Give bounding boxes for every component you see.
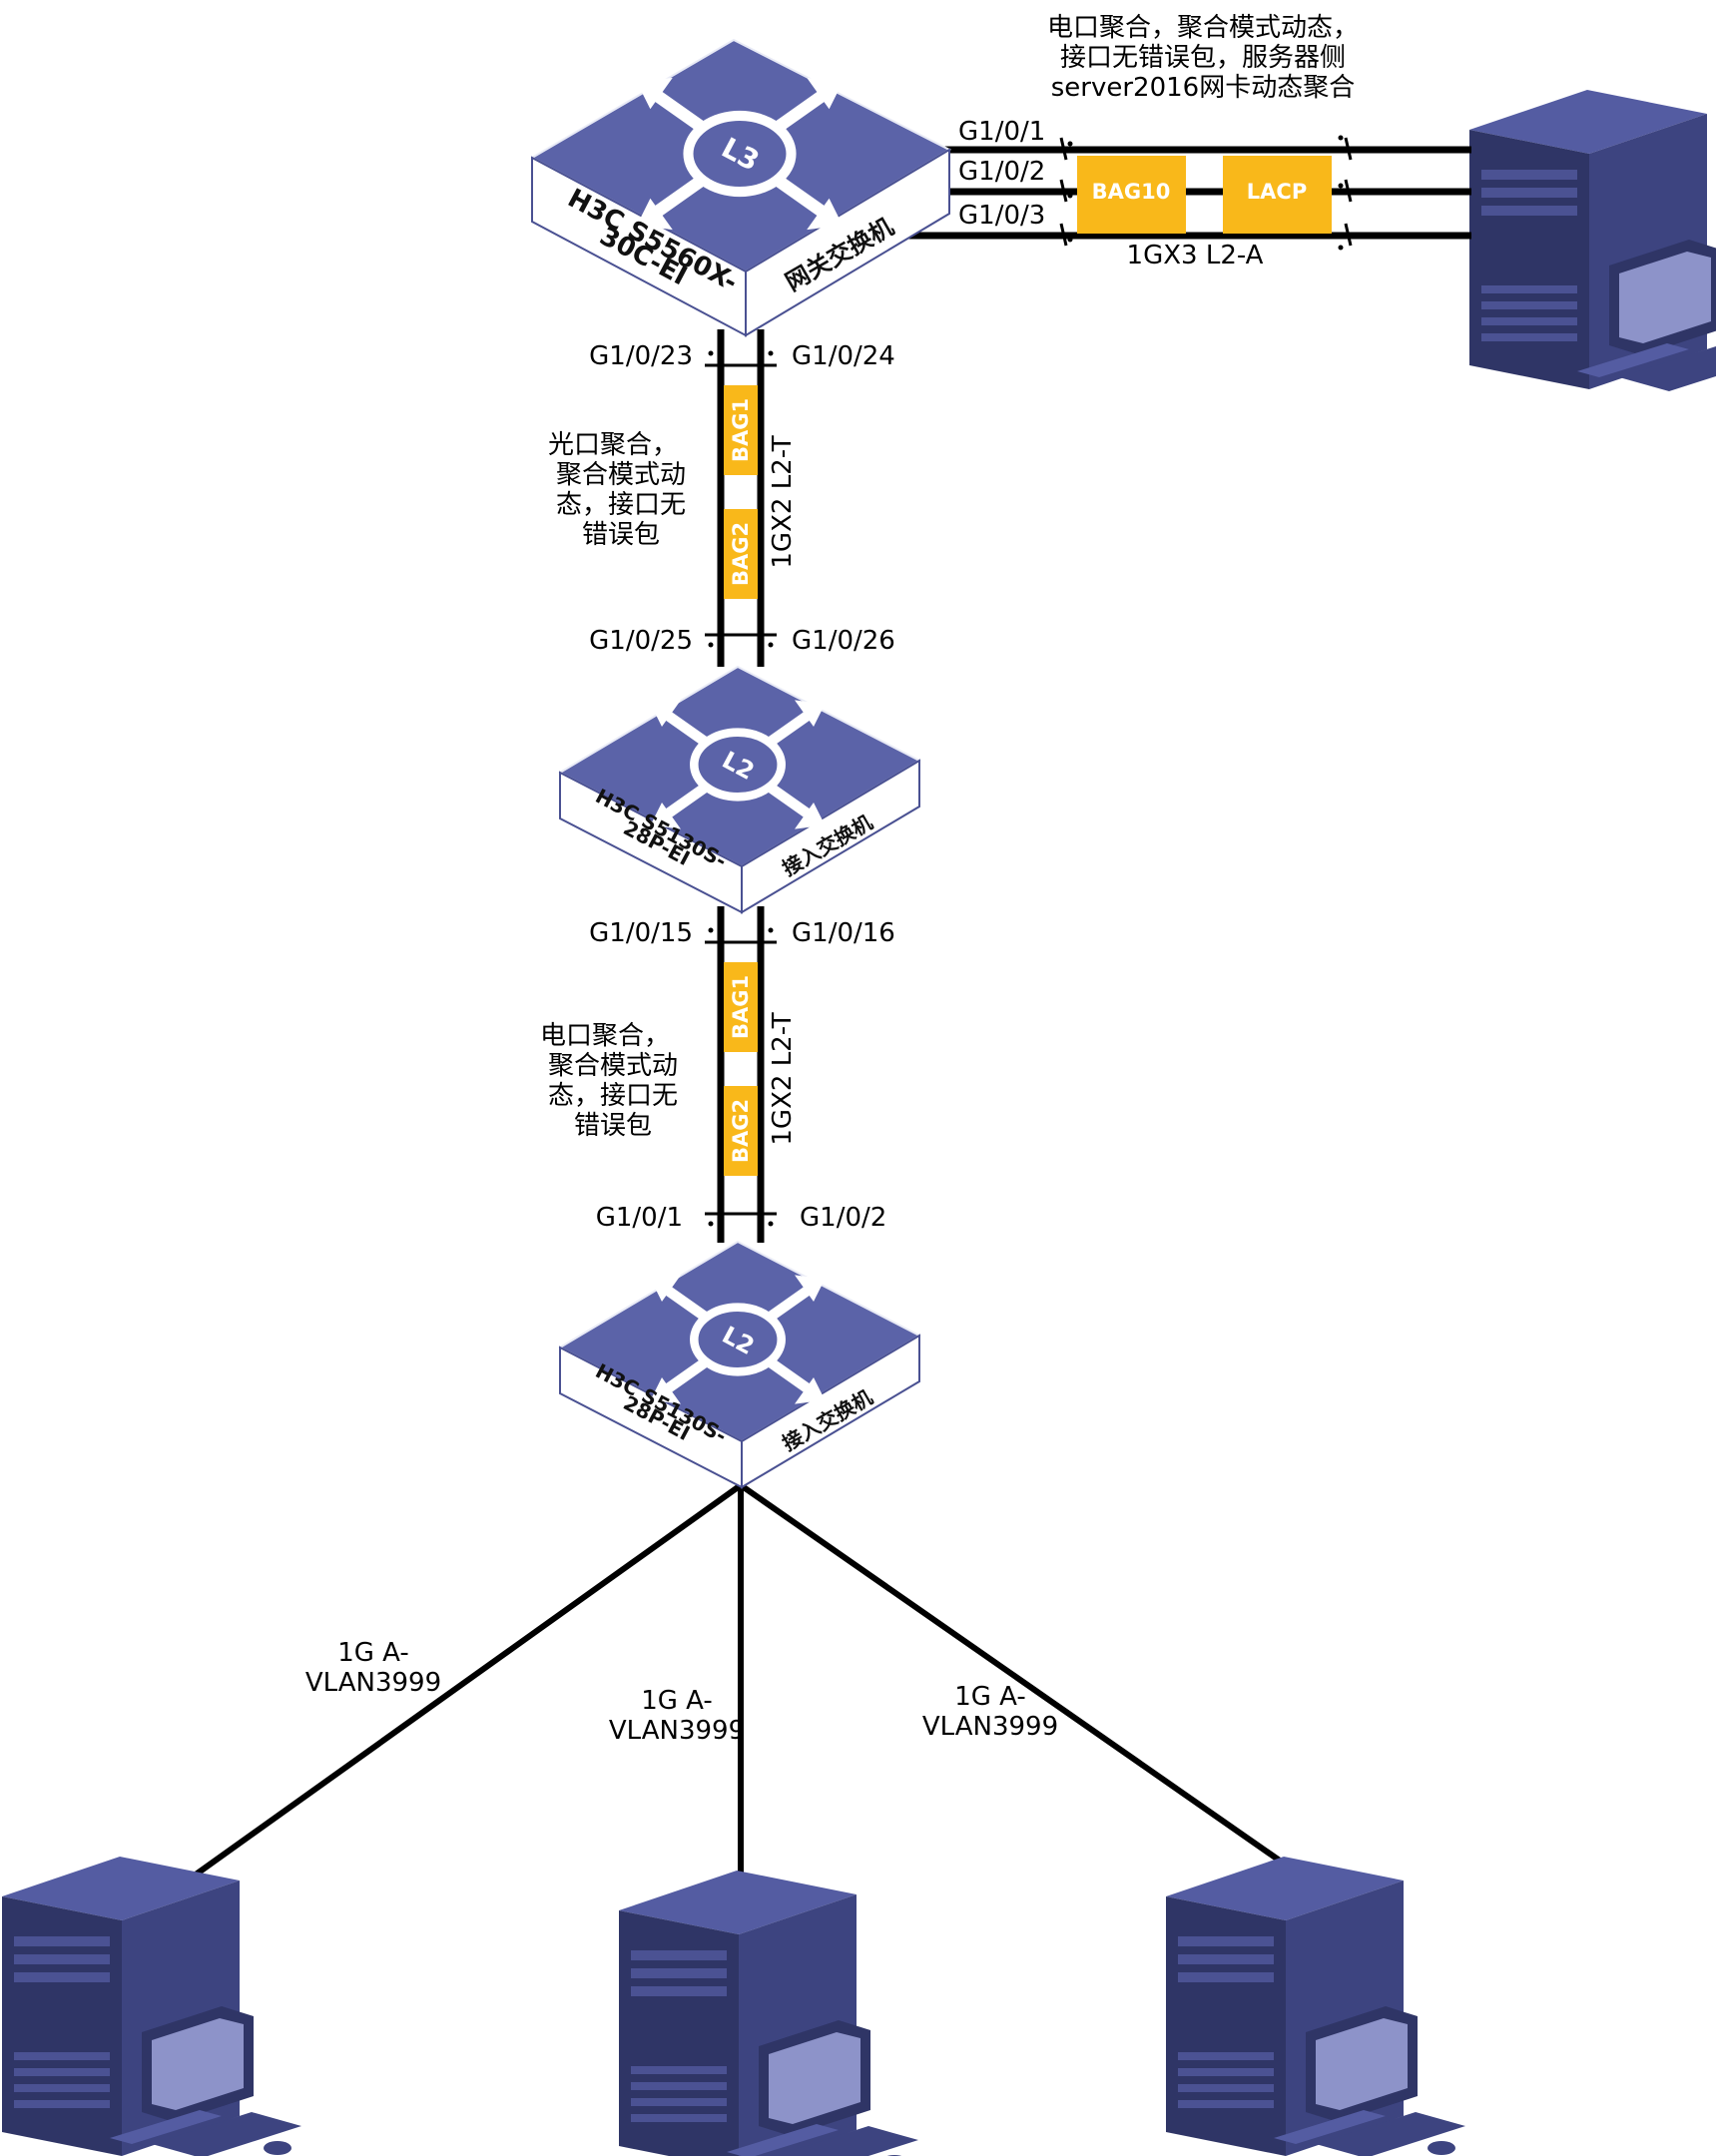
server-annotation-line1: 电口聚合，聚合模式动态， [1047, 13, 1359, 43]
uplink1-port-bottom-right: G1/0/26 [792, 626, 895, 656]
access-switch-1: L2 H3C S5130S- 28P-EI 接入交换机 [557, 665, 922, 914]
uplink2-port-bottom-left: G1/0/1 [596, 1203, 683, 1233]
uplink1-bag2-label: BAG2 [729, 522, 753, 586]
server-annotation-line3: server2016网卡动态聚合 [1051, 73, 1355, 103]
bag10-block [1077, 156, 1186, 234]
uplink1-bag1-block [724, 385, 758, 475]
uplink2-annotation-line2: 聚合模式动 [548, 1051, 678, 1081]
client1-link-line2: VLAN3999 [305, 1668, 441, 1698]
uplink1-port-top-left: G1/0/23 [589, 341, 693, 371]
client-links [194, 1482, 1302, 1878]
uplink2-port-bottom-right: G1/0/2 [800, 1203, 886, 1233]
uplink2-annotation-line3: 态，接口无 [548, 1081, 678, 1111]
server-trunk-ticks [1059, 135, 1353, 251]
uplink2-bag1-label: BAG1 [729, 975, 753, 1039]
uplink2-port-top-left: G1/0/15 [589, 918, 693, 948]
gw-port-g103: G1/0/3 [958, 201, 1045, 231]
uplink1-annotation-line4: 错误包 [582, 520, 660, 550]
client-pc-2 [619, 1871, 918, 2156]
client-pc-1 [2, 1857, 301, 2156]
client-pc-3 [1166, 1857, 1465, 2156]
uplink1-speed: 1GX2 L2-T [768, 435, 798, 568]
gw-port-g101: G1/0/1 [958, 117, 1045, 147]
uplink1-annotation-line3: 态，接口无 [556, 490, 686, 520]
uplink1-ticks [705, 350, 777, 648]
uplink2-bag1-block [724, 962, 758, 1052]
server-pc-icon [1166, 1857, 1465, 2156]
gw-port-g102: G1/0/2 [958, 157, 1045, 187]
uplink2-bag2-block [724, 1086, 758, 1176]
uplink1-annotation-line1: 光口聚合， [548, 430, 678, 460]
uplink2-annotation-line1: 电口聚合， [540, 1021, 670, 1051]
bag10-label: BAG10 [1092, 180, 1171, 204]
gateway-switch: L3 H3C S5560X- 30C-EI 网关交换机 [529, 38, 952, 337]
uplink1-bag2-block [724, 509, 758, 599]
uplink2-ticks [705, 927, 777, 1227]
uplink2-links [717, 906, 765, 1243]
uplink1-links [717, 329, 765, 667]
uplink1-port-bottom-left: G1/0/25 [589, 626, 693, 656]
server-top-right [1469, 90, 1716, 391]
uplink1-annotation-line2: 聚合模式动 [556, 460, 686, 490]
server-pc-icon [2, 1857, 301, 2156]
uplink1-bag1-label: BAG1 [729, 398, 753, 462]
uplink2-bag2-label: BAG2 [729, 1099, 753, 1163]
client3-link-line1: 1G A- [954, 1682, 1026, 1712]
client2-link-line2: VLAN3999 [609, 1716, 745, 1746]
server-link-speed: 1GX3 L2-A [1127, 241, 1264, 270]
server-annotation-line2: 接口无错误包，服务器侧 [1060, 43, 1346, 73]
uplink1-port-top-right: G1/0/24 [792, 341, 895, 371]
uplink2-annotation-line4: 错误包 [574, 1111, 652, 1141]
client1-link-line1: 1G A- [337, 1638, 409, 1668]
access-switch-2: L2 H3C S5130S- 28P-EI 接入交换机 [557, 1240, 922, 1489]
server-pc-icon [619, 1871, 918, 2156]
uplink2-speed: 1GX2 L2-T [768, 1012, 798, 1145]
lacp-label: LACP [1247, 180, 1307, 204]
server-trunk-links [908, 146, 1471, 240]
lacp-block [1223, 156, 1332, 234]
client2-link-line1: 1G A- [641, 1686, 713, 1716]
server-pc-icon [1469, 90, 1716, 391]
uplink2-port-top-right: G1/0/16 [792, 918, 895, 948]
client3-link-line2: VLAN3999 [922, 1712, 1058, 1742]
